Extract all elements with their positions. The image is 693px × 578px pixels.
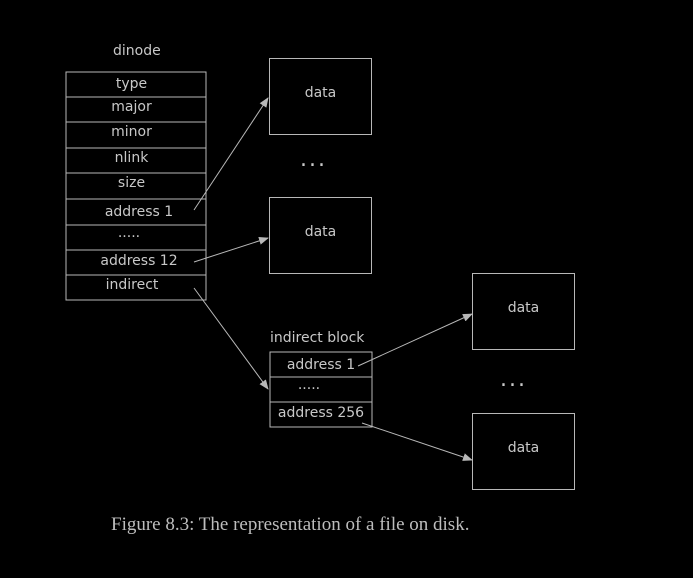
dinode-field-minor: minor <box>111 124 152 140</box>
data-block: data <box>472 273 575 350</box>
dinode-field-nlink: nlink <box>114 150 149 166</box>
dinode-field-indirect: indirect <box>105 277 159 293</box>
indirect-block-border <box>269 351 373 428</box>
arrow-indirect-to-block <box>193 287 269 390</box>
dinode-row-dividers <box>66 96 206 276</box>
data-block: data <box>269 58 372 135</box>
figure-caption: Figure 8.3: The representation of a file… <box>111 514 470 535</box>
data-blocks-ellipsis: ... <box>300 147 327 172</box>
arrow-indirect-address1-to-data <box>357 313 473 367</box>
dinode-field-major: major <box>111 99 152 115</box>
dinode-field-size: size <box>117 175 146 191</box>
arrow-indirect-address256-to-data <box>361 422 473 461</box>
data-block-label: data <box>507 300 540 316</box>
data-block-label: data <box>304 85 337 101</box>
data-block-label: data <box>304 224 337 240</box>
indirect-field-ellipsis: ..... <box>297 377 321 393</box>
dinode-table-border <box>65 71 207 301</box>
indirect-field-address-256: address 256 <box>277 405 365 421</box>
dinode-field-address-1: address 1 <box>104 204 174 220</box>
data-block: data <box>472 413 575 490</box>
dinode-field-address-12: address 12 <box>100 253 178 269</box>
indirect-row-dividers <box>270 376 372 403</box>
arrow-address1-to-data <box>193 97 269 211</box>
data-block: data <box>269 197 372 274</box>
dinode-title: dinode <box>113 43 161 59</box>
indirect-block-title: indirect block <box>270 330 365 346</box>
dinode-field-type: type <box>115 76 148 92</box>
indirect-field-address-1: address 1 <box>286 357 356 373</box>
arrow-address12-to-data <box>193 236 269 263</box>
data-blocks-ellipsis: ... <box>500 367 527 392</box>
data-block-label: data <box>507 440 540 456</box>
dinode-field-ellipsis: ..... <box>117 225 141 241</box>
